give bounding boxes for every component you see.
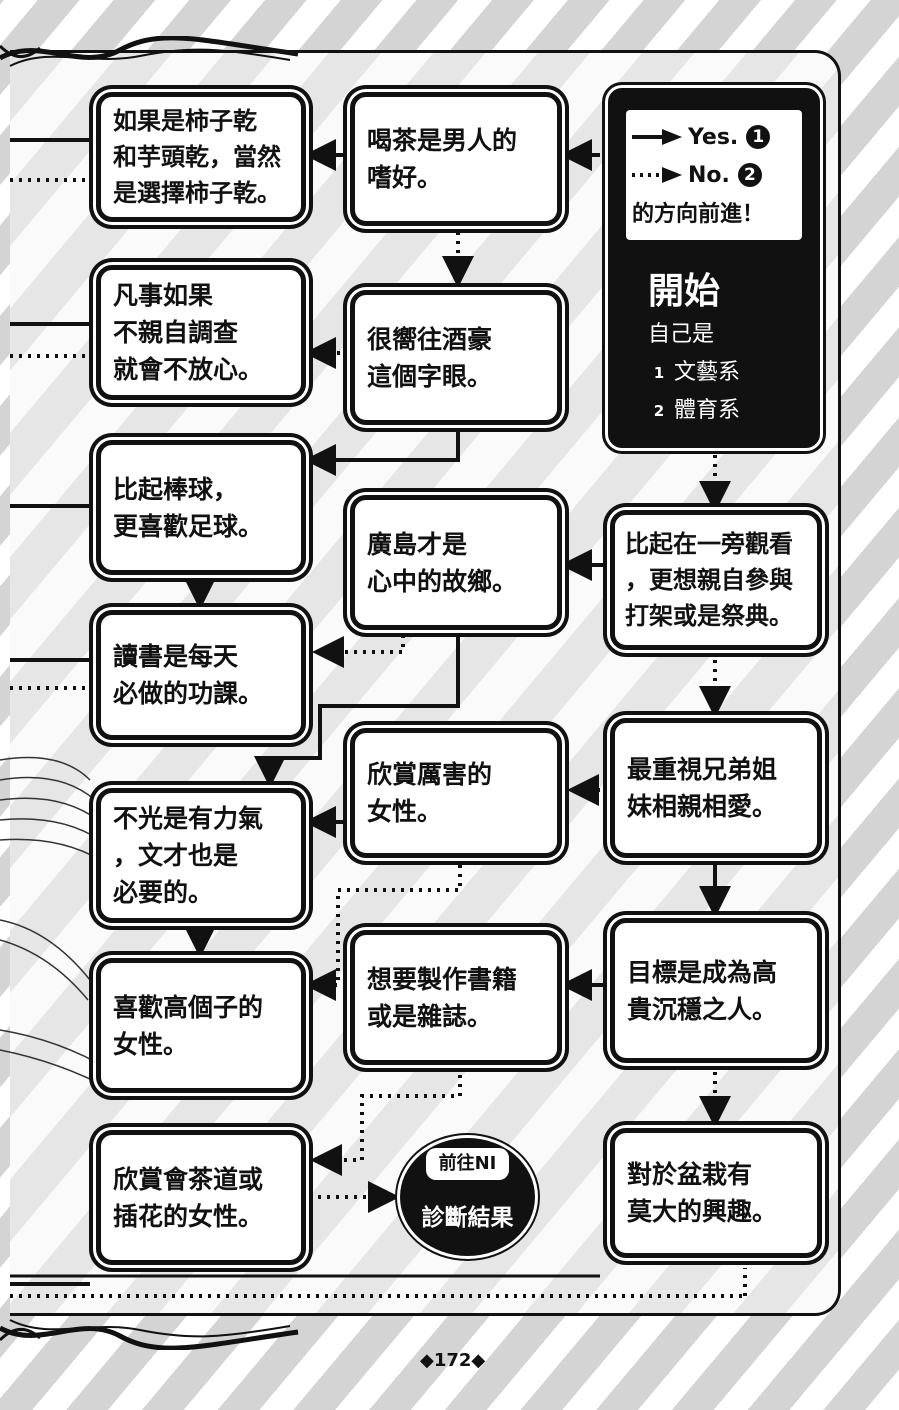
legend-no-number: 2	[737, 163, 762, 187]
legend-yes-label: Yes.	[688, 124, 739, 150]
result-label: 診斷結果	[421, 1205, 514, 1231]
node-investigate: 凡事如果 不親自調查 就會不放心。	[96, 265, 306, 400]
option-1-label: 文藝系	[674, 360, 741, 385]
node-tea-ceremony: 欣賞會茶道或 插花的女性。	[96, 1130, 306, 1265]
dotted-arrow-icon	[632, 167, 682, 183]
node-tea: 喝茶是男人的 嗜好。	[350, 92, 562, 226]
node-books: 想要製作書籍 或是雜誌。	[350, 930, 562, 1065]
node-tall-women: 喜歡高個子的 女性。	[96, 958, 306, 1093]
page-number: ◆172◆	[420, 1350, 486, 1371]
top-ornament-icon	[0, 36, 299, 67]
node-bonsai: 對於盆栽有 莫大的興趣。	[610, 1128, 822, 1258]
legend-direction: 的方向前進！	[632, 202, 765, 227]
solid-arrow-icon	[632, 129, 682, 145]
bottom-ornament-icon	[0, 1319, 299, 1350]
option-1-number: 1	[648, 362, 670, 384]
legend-no: No. 2	[632, 156, 796, 194]
node-power-literary: 不光是有力氣 ，文才也是 必要的。	[96, 788, 306, 923]
node-soccer: 比起棒球， 更喜歡足球。	[96, 440, 306, 575]
legend-yes-number: 1	[746, 125, 771, 149]
start-question-text: 自己是	[648, 322, 715, 347]
node-reading: 讀書是每天 必做的功課。	[96, 610, 306, 740]
option-2-label: 體育系	[674, 398, 741, 423]
option-2-number: 2	[648, 400, 670, 422]
result-circle: 前往NI 診斷結果	[400, 1138, 535, 1256]
node-persimmon: 如果是柿子乾 和芋頭乾，當然 是選擇柿子乾。	[96, 92, 306, 222]
start-title: 開始	[648, 271, 721, 312]
node-festival: 比起在一旁觀看 ，更想親自參與 打架或是祭典。	[610, 510, 822, 650]
legend-yes: Yes. 1	[632, 118, 796, 156]
node-siblings: 最重視兄弟姐 妹相親相愛。	[610, 718, 822, 858]
legend-no-label: No.	[688, 162, 730, 188]
node-sake: 很嚮往酒豪 這個字眼。	[350, 290, 562, 425]
node-strong-women: 欣賞厲害的 女性。	[350, 728, 562, 858]
node-noble: 目標是成為高 貴沉穩之人。	[610, 918, 822, 1063]
node-hiroshima: 廣島才是 心中的故鄉。	[350, 495, 562, 630]
legend: Yes. 1 No. 2 的方向前進！	[626, 110, 802, 240]
result-tag: 前往NI	[426, 1148, 509, 1180]
